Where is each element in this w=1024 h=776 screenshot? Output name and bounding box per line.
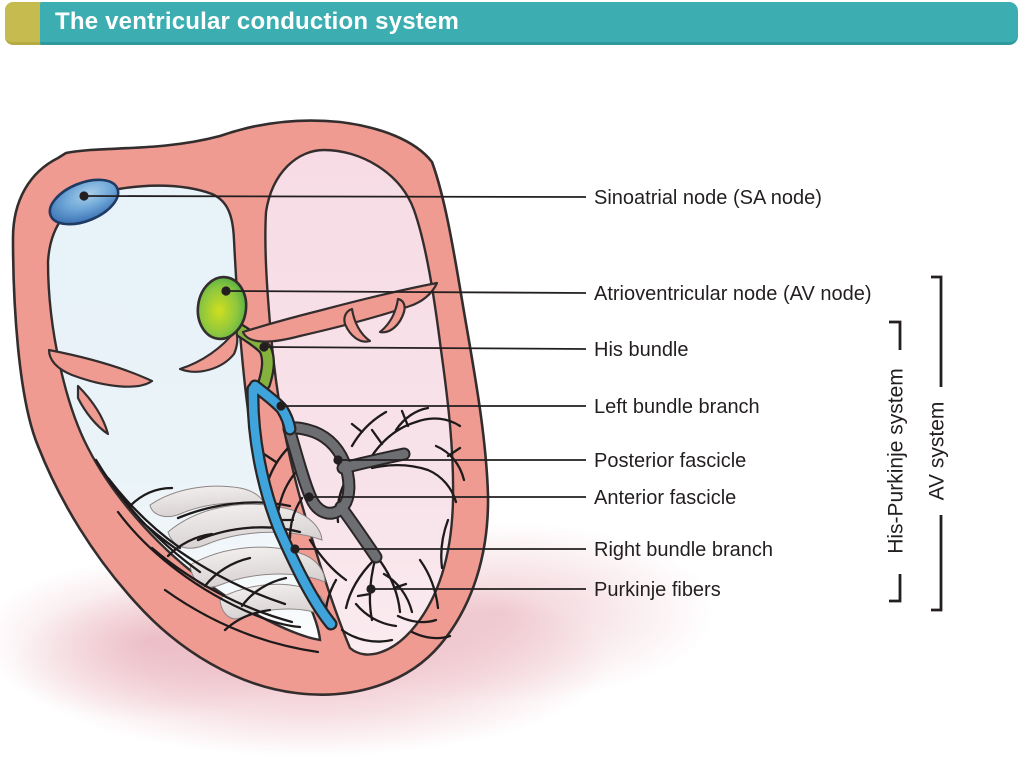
label-right-bundle-branch: Right bundle branch	[594, 539, 773, 561]
system-brackets	[889, 275, 943, 612]
label-posterior-fascicle: Posterior fascicle	[594, 450, 746, 472]
right-bundle-branch	[248, 384, 336, 629]
sa-node	[48, 178, 120, 226]
leader-purkinje-fibers	[366, 584, 586, 594]
mitral-leaflet-septal	[178, 328, 239, 373]
posterior-fascicle-strand	[336, 502, 381, 562]
leader-his-bundle	[259, 342, 587, 352]
label-left-bundle-branch: Left bundle branch	[594, 396, 760, 418]
his-purkinje-system-label: His-Purkinje system	[885, 368, 908, 554]
valve-flaps	[47, 281, 439, 436]
leader-left-bundle-branch	[276, 401, 586, 411]
label-sa-node: Sinoatrial node (SA node)	[594, 187, 822, 209]
fascicle-loop	[284, 423, 354, 518]
labels: Sinoatrial node (SA node) Atrioventricul…	[594, 187, 872, 601]
tricuspid-leaflet-right	[378, 297, 406, 334]
leader-right-bundle-branch	[290, 544, 586, 554]
label-purkinje-fibers: Purkinje fibers	[594, 579, 721, 601]
leader-av-node	[221, 286, 587, 296]
leader-sa-node	[79, 191, 587, 201]
title-bar: The ventricular conduction system	[40, 2, 1018, 45]
mitral-band	[47, 348, 154, 388]
leader-posterior-fascicle	[333, 455, 586, 465]
av-node	[196, 275, 248, 341]
his-purkinje-bracket	[889, 320, 902, 603]
purkinje-fibers-septum	[262, 444, 348, 582]
leader-anterior-fascicle	[304, 492, 586, 502]
purkinje-fibers-left	[94, 458, 320, 654]
tricuspid-leaflet-left	[343, 307, 372, 343]
label-av-node: Atrioventricular node (AV node)	[594, 283, 872, 305]
tricuspid-band	[241, 281, 439, 343]
page-title: The ventricular conduction system	[55, 8, 460, 35]
label-anterior-fascicle: Anterior fascicle	[594, 487, 736, 509]
leader-lines	[79, 191, 587, 594]
av-system-bracket	[931, 275, 943, 612]
purkinje-fiber-network	[94, 406, 466, 654]
av-system-label: AV system	[926, 402, 949, 501]
label-his-bundle: His bundle	[594, 339, 689, 361]
mitral-leaflet-lower	[76, 384, 110, 436]
accent-square	[5, 2, 42, 45]
